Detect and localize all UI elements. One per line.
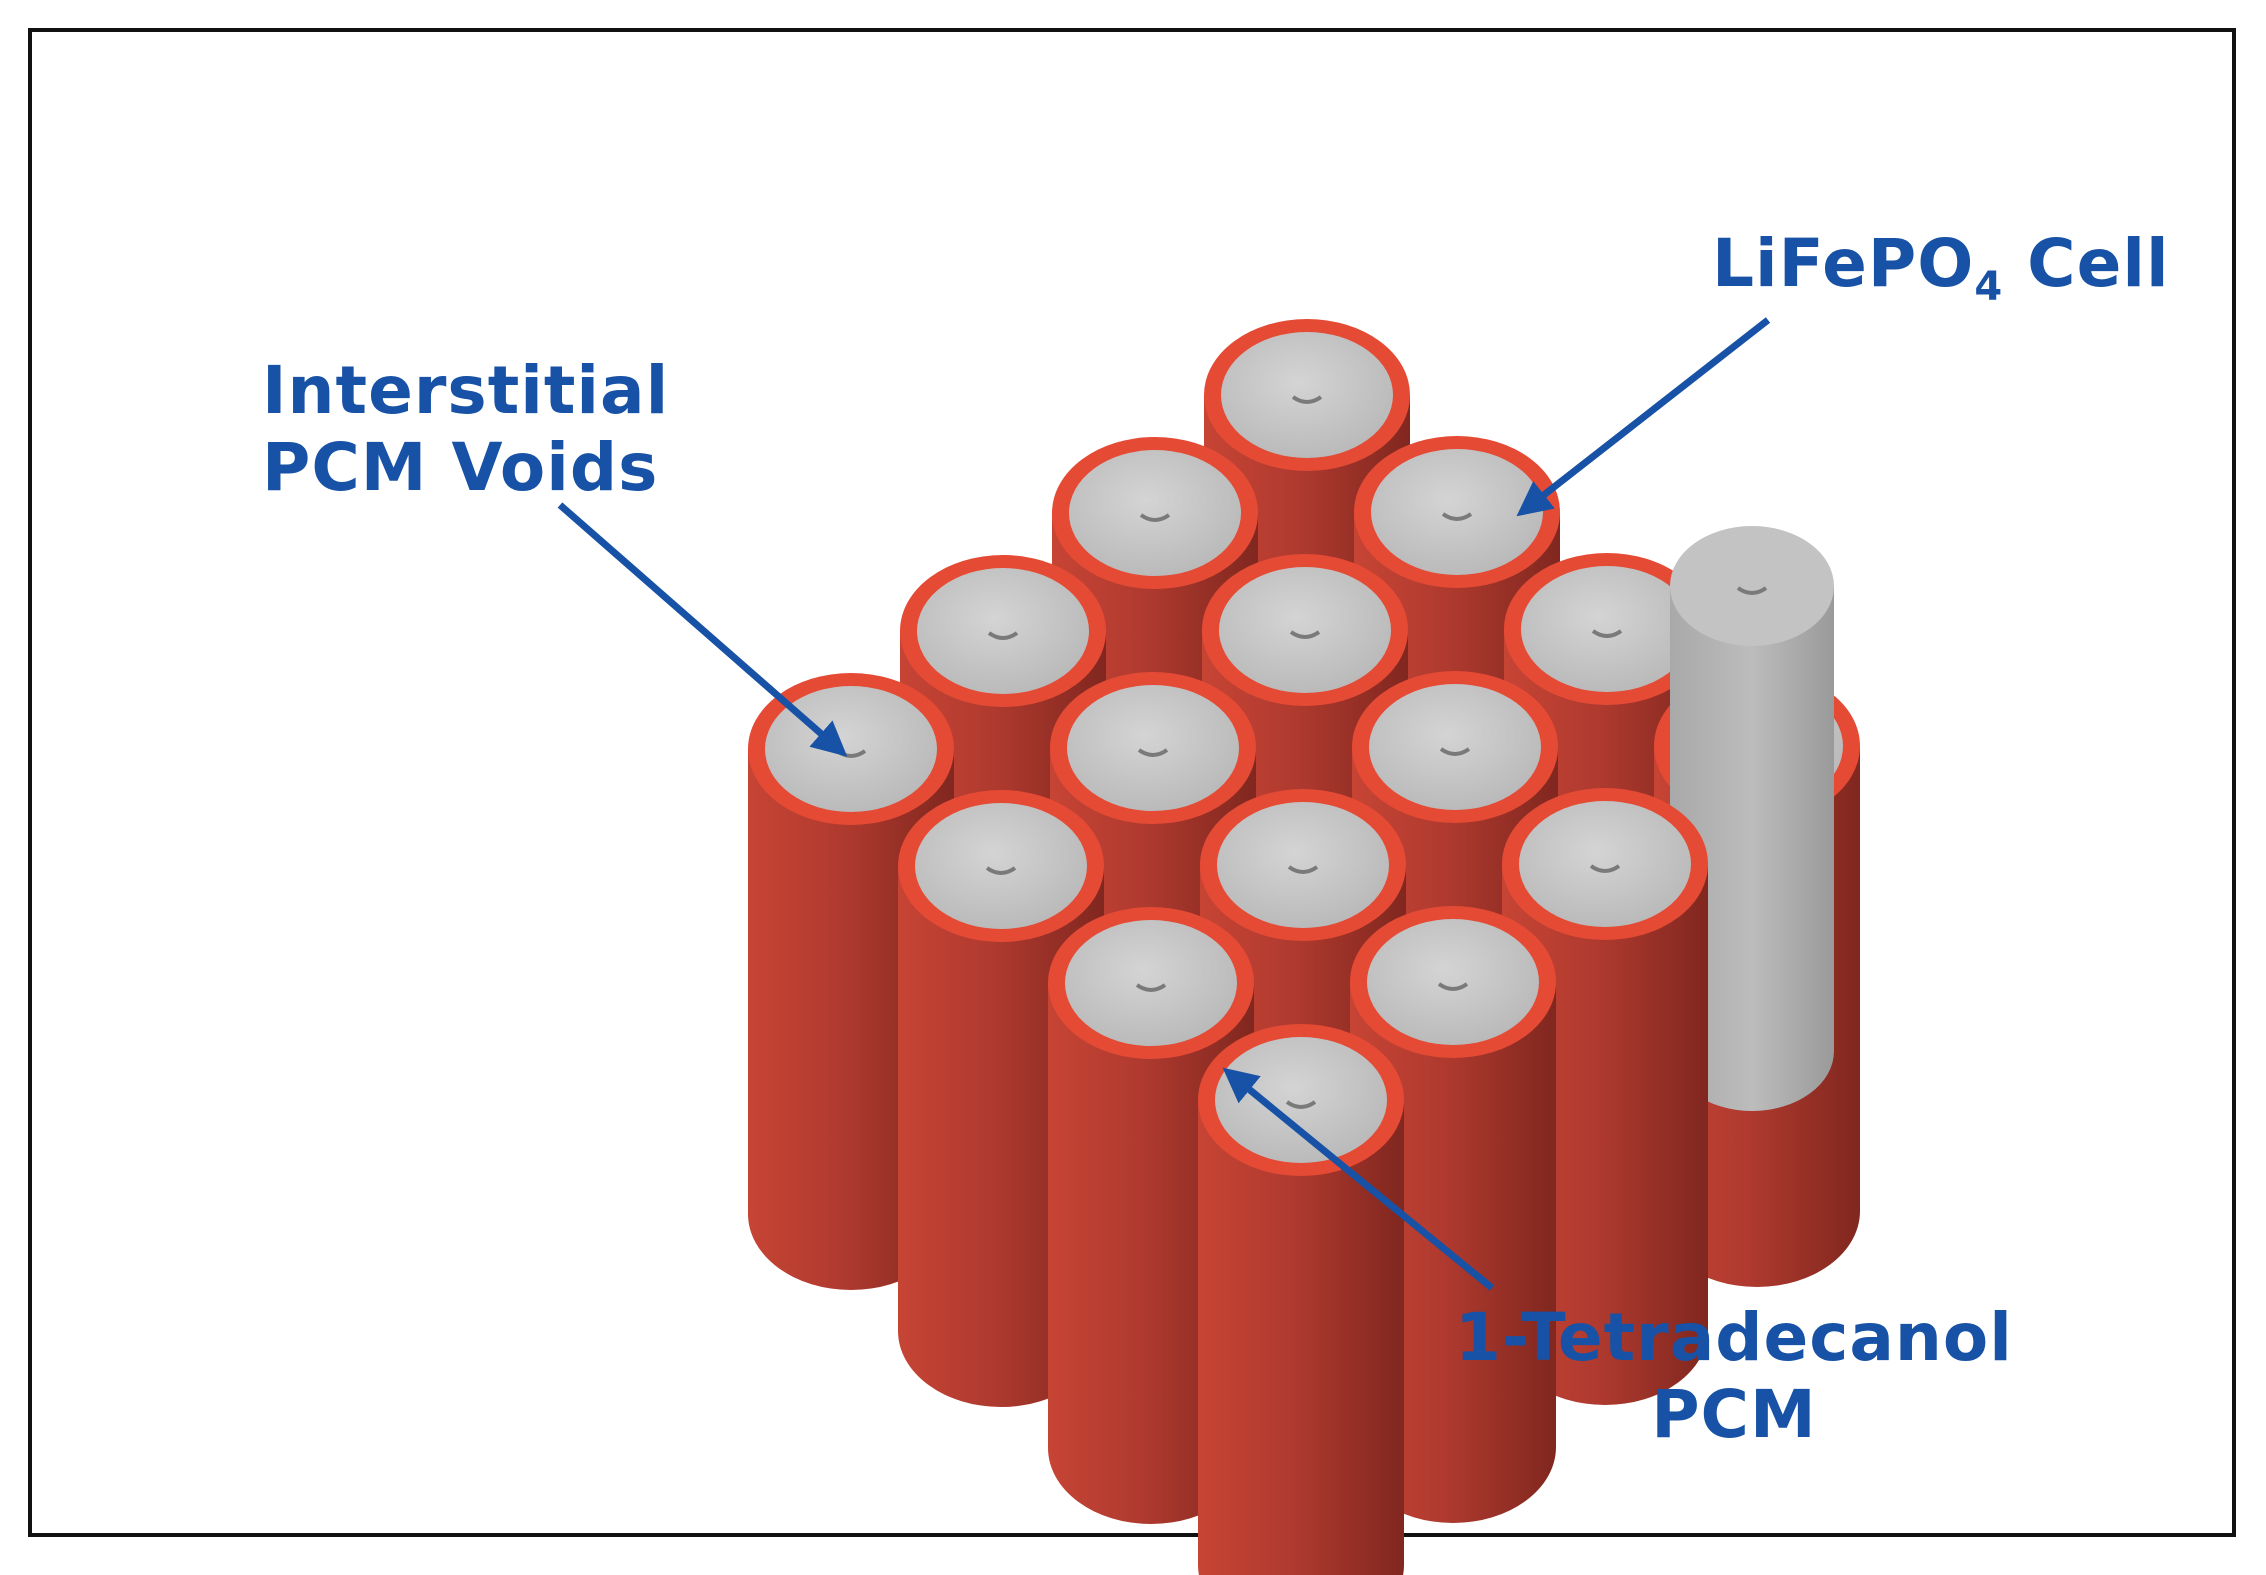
label-cell-subscript: 4: [1974, 264, 2004, 310]
pcm-sleeve-12-terminal: [1287, 865, 1319, 874]
label-cell-suffix: Cell: [2003, 225, 2170, 302]
pcm-sleeve-9-top: [1067, 685, 1239, 811]
pcm-sleeve-6-top: [917, 568, 1089, 694]
pcm-sleeve-13-top: [915, 803, 1087, 929]
pcm-sleeve-2-top: [1371, 449, 1543, 575]
label-voids-line1: Interstitial: [262, 352, 670, 429]
callout-arrows: [557, 317, 1771, 1291]
pcm-sleeve-5-terminal: [1289, 630, 1321, 639]
lifepo4-cell-side: [1670, 586, 1834, 1111]
pcm-sleeve-6-terminal: [987, 631, 1019, 640]
label-pcm-line1: 1-Tetradecanol: [1455, 1299, 2013, 1376]
lifepo4-cell-top: [1670, 526, 1834, 646]
label-lifepo4-cell: LiFePO4 Cell: [1712, 225, 2170, 310]
pcm-sleeve-15-top: [1065, 920, 1237, 1046]
pcm-sleeve-16-terminal: [1285, 1100, 1317, 1109]
lifepo4-cell: [1670, 526, 1834, 1111]
pcm-sleeve-14-terminal: [1437, 982, 1469, 991]
pcm-sleeve-8-top: [1369, 684, 1541, 810]
pcm-sleeve-2-terminal: [1441, 512, 1473, 521]
label-voids-line2: PCM Voids: [262, 428, 659, 506]
pcm-sleeve-16-top: [1215, 1037, 1387, 1163]
pcm-sleeve-10-top: [765, 686, 937, 812]
pcm-sleeve-14-top: [1367, 919, 1539, 1045]
pcm-sleeve-15-terminal: [1135, 983, 1167, 992]
label-interstitial-voids: Interstitial PCM Voids: [262, 352, 670, 506]
arrow-to-cell: [1516, 317, 1771, 517]
pcm-sleeve-8-terminal: [1439, 747, 1471, 756]
pcm-sleeve-1-top: [1221, 332, 1393, 458]
pcm-sleeve-1-terminal: [1291, 395, 1323, 404]
pcm-sleeve-13-terminal: [985, 866, 1017, 875]
label-pcm-line2: PCM: [1651, 1375, 1817, 1453]
pcm-sleeve-9-terminal: [1137, 748, 1169, 757]
arrow-to-pcm: [1222, 1067, 1495, 1291]
arrow-to-void: [557, 502, 848, 757]
pcm-sleeve-3-top: [1069, 450, 1241, 576]
pcm-sleeve-5-top: [1219, 567, 1391, 693]
label-cell-prefix: LiFePO: [1712, 225, 1975, 302]
pcm-sleeve-4-terminal: [1591, 629, 1623, 638]
label-tetradecanol-pcm: 1-Tetradecanol PCM: [1455, 1299, 2013, 1453]
pcm-sleeve-12-top: [1217, 802, 1389, 928]
pcm-sleeve-11-top: [1519, 801, 1691, 927]
pcm-sleeve-16-side: [1198, 1100, 1404, 1575]
pcm-sleeve-4-top: [1521, 566, 1693, 692]
pcm-sleeve-16: [1198, 1024, 1404, 1575]
lifepo4-cell-terminal: [1736, 586, 1768, 595]
pcm-cell-array: [748, 319, 1860, 1575]
pcm-sleeve-11-terminal: [1589, 864, 1621, 873]
pcm-sleeve-3-terminal: [1139, 513, 1171, 522]
